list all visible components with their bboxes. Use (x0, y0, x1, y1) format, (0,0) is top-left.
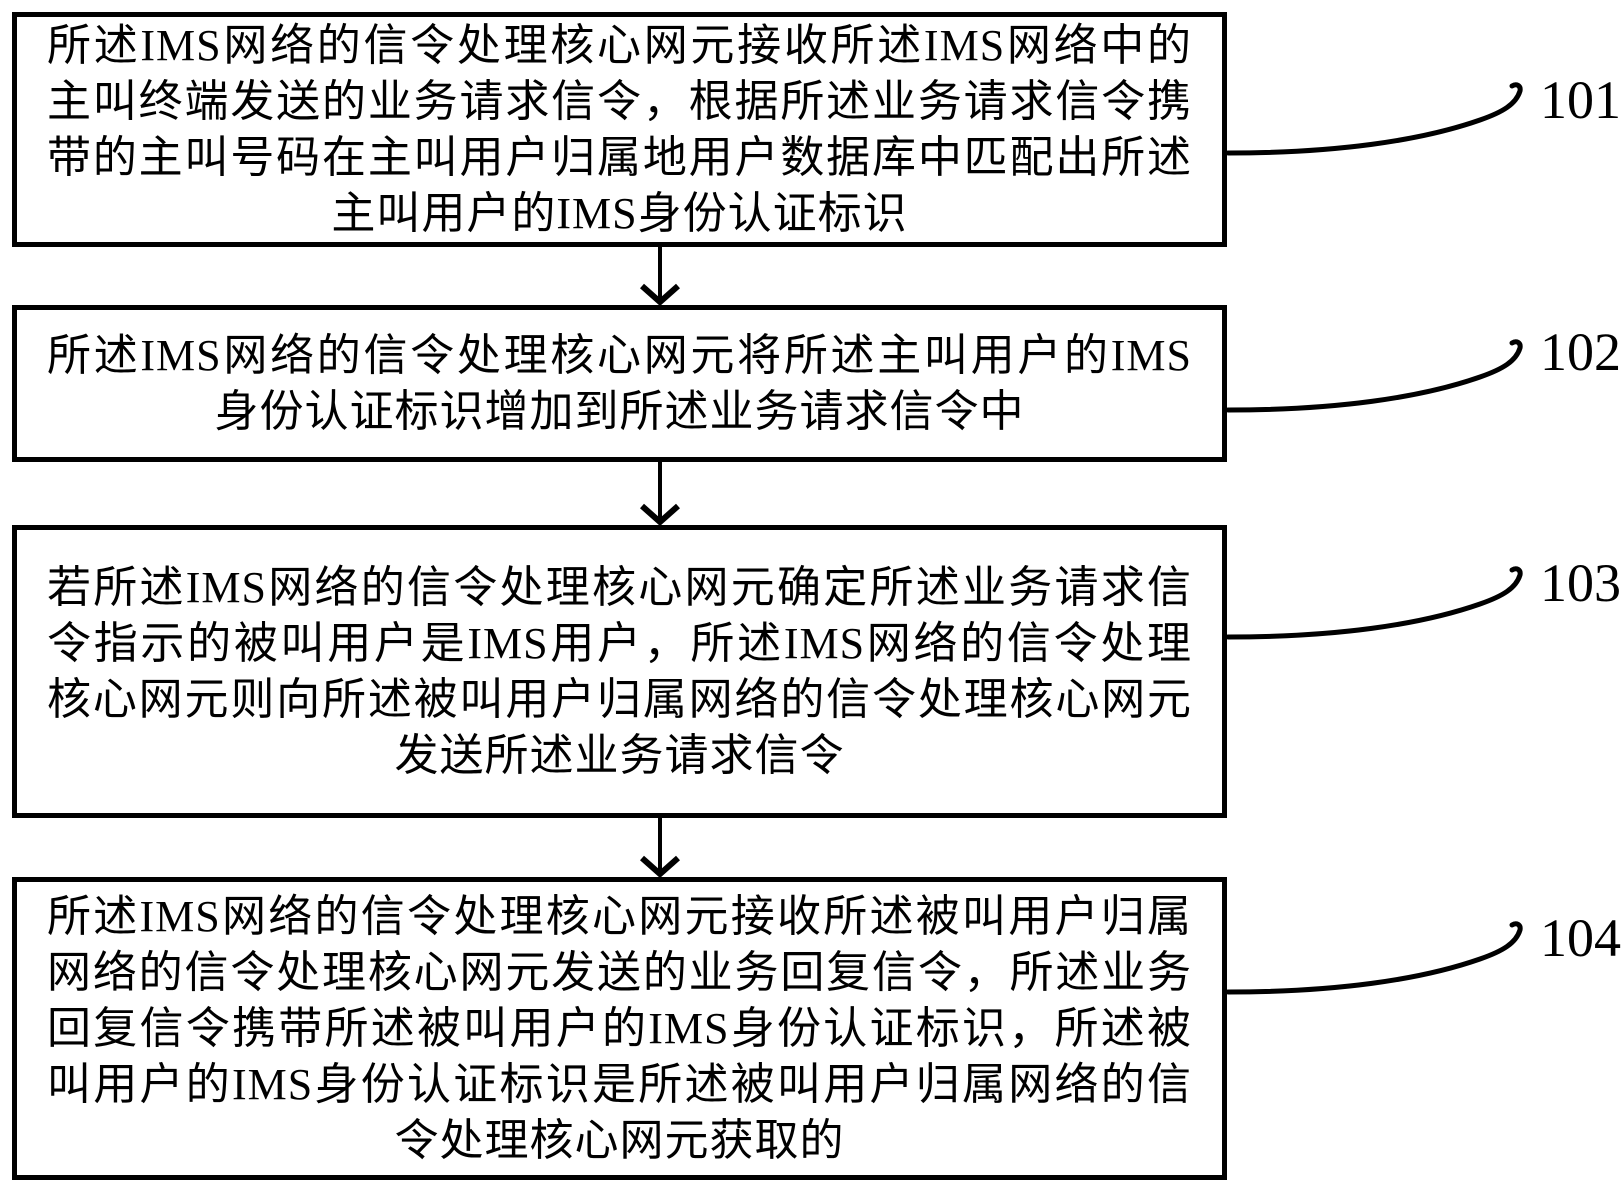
flow-step-box-103: 若所述IMS网络的信令处理核心网元确定所述业务请求信令指示的被叫用户是IMS用户… (12, 525, 1227, 818)
leader-curve-104 (1225, 921, 1523, 995)
flow-step-text-102: 所述IMS网络的信令处理核心网元将所述主叫用户的IMS身份认证标识增加到所述业务… (47, 330, 1192, 436)
ref-label-102: 102 (1540, 322, 1621, 382)
ref-label-101: 101 (1540, 70, 1621, 130)
flow-step-text-104: 所述IMS网络的信令处理核心网元接收所述被叫用户归属网络的信令处理核心网元发送的… (47, 891, 1192, 1165)
flow-step-box-101: 所述IMS网络的信令处理核心网元接收所述IMS网络中的主叫终端发送的业务请求信令… (12, 12, 1227, 247)
ref-label-104: 104 (1540, 908, 1621, 968)
ref-label-103: 103 (1540, 553, 1621, 613)
down-arrowhead-icon-2 (640, 503, 680, 527)
down-arrowhead-icon-1 (640, 283, 680, 307)
down-arrowhead-icon-3 (640, 855, 680, 879)
leader-curve-103 (1225, 566, 1523, 640)
flow-step-box-102: 所述IMS网络的信令处理核心网元将所述主叫用户的IMS身份认证标识增加到所述业务… (12, 305, 1227, 462)
flow-step-box-104: 所述IMS网络的信令处理核心网元接收所述被叫用户归属网络的信令处理核心网元发送的… (12, 877, 1227, 1180)
flow-step-text-101: 所述IMS网络的信令处理核心网元接收所述IMS网络中的主叫终端发送的业务请求信令… (47, 20, 1192, 238)
flow-step-text-103: 若所述IMS网络的信令处理核心网元确定所述业务请求信令指示的被叫用户是IMS用户… (47, 562, 1192, 780)
leader-curve-101 (1225, 82, 1523, 156)
leader-curve-102 (1225, 339, 1523, 413)
